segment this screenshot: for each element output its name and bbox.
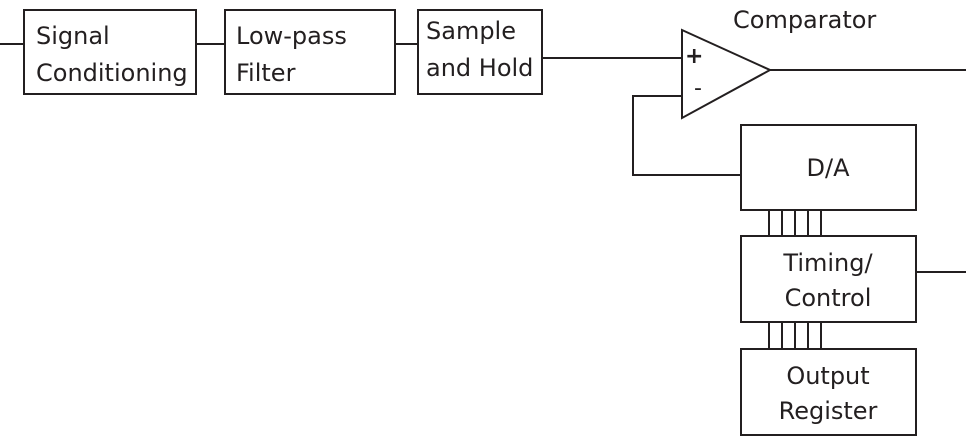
sample-and-hold-label-2: and Hold <box>426 54 533 82</box>
signal-conditioning-label-2: Conditioning <box>36 59 188 87</box>
feedback-wire <box>632 95 741 176</box>
comparator-plus-sign: + <box>685 44 703 69</box>
signal-conditioning-label-1: Signal <box>36 22 110 50</box>
timing-control-label-1: Timing/ <box>782 249 873 277</box>
bus-da-timing <box>768 210 822 236</box>
output-register-block: Output Register <box>740 348 917 436</box>
output-register-label-1: Output <box>786 362 869 390</box>
comparator-triangle <box>681 28 773 120</box>
sample-and-hold-label-1: Sample <box>426 17 516 45</box>
sample-and-hold-block: Sample and Hold <box>417 9 543 95</box>
low-pass-filter-label-1: Low-pass <box>236 22 347 50</box>
comparator-label: Comparator <box>733 6 876 34</box>
comparator-minus-sign: - <box>694 76 702 101</box>
timing-control-label-2: Control <box>785 284 872 312</box>
output-register-label-2: Register <box>779 397 878 425</box>
da-converter-label: D/A <box>807 154 851 182</box>
bus-timing-register <box>768 322 822 349</box>
signal-conditioning-block: Signal Conditioning <box>23 9 197 95</box>
low-pass-filter-block: Low-pass Filter <box>224 9 396 95</box>
low-pass-filter-label-2: Filter <box>236 59 296 87</box>
da-converter-block: D/A <box>740 124 917 211</box>
comparator-block: Comparator + - <box>681 6 876 120</box>
timing-control-block: Timing/ Control <box>740 235 917 323</box>
